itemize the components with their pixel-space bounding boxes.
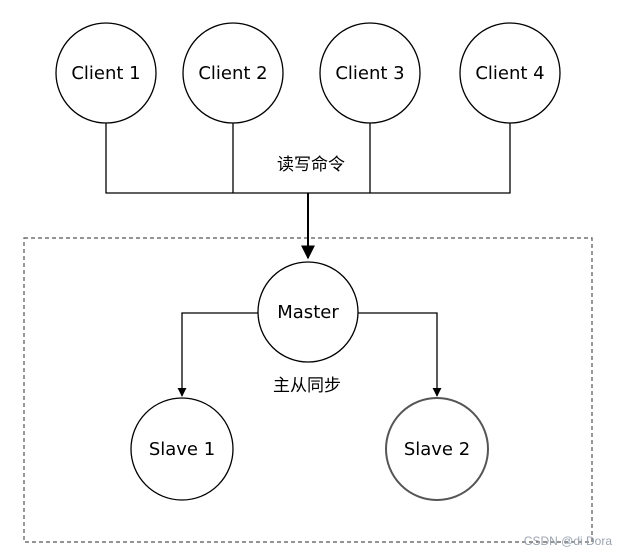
client-2-label: Client 2 [198,63,267,84]
slave-node-2: Slave 2 [385,397,489,501]
slave-2-label: Slave 2 [404,439,470,460]
client-node-1: Client 1 [55,22,157,124]
slave-node-1: Slave 1 [130,397,234,501]
master-slave-sync-label: 主从同步 [273,376,341,396]
client-node-2: Client 2 [182,22,284,124]
sync-arrow-slave-2 [358,312,442,397]
master-node: Master [257,261,359,363]
sync-arrow-slave-1 [177,312,258,397]
client-node-3: Client 3 [319,22,421,124]
client-4-label: Client 4 [475,63,544,84]
csdn-watermark: CSDN @di Dora [524,534,613,548]
master-label: Master [277,302,339,323]
client-node-4: Client 4 [459,22,561,124]
client-3-label: Client 3 [335,63,404,84]
read-write-command-label: 读写命令 [277,155,345,175]
slave-1-label: Slave 1 [149,439,215,460]
client-1-label: Client 1 [71,63,140,84]
